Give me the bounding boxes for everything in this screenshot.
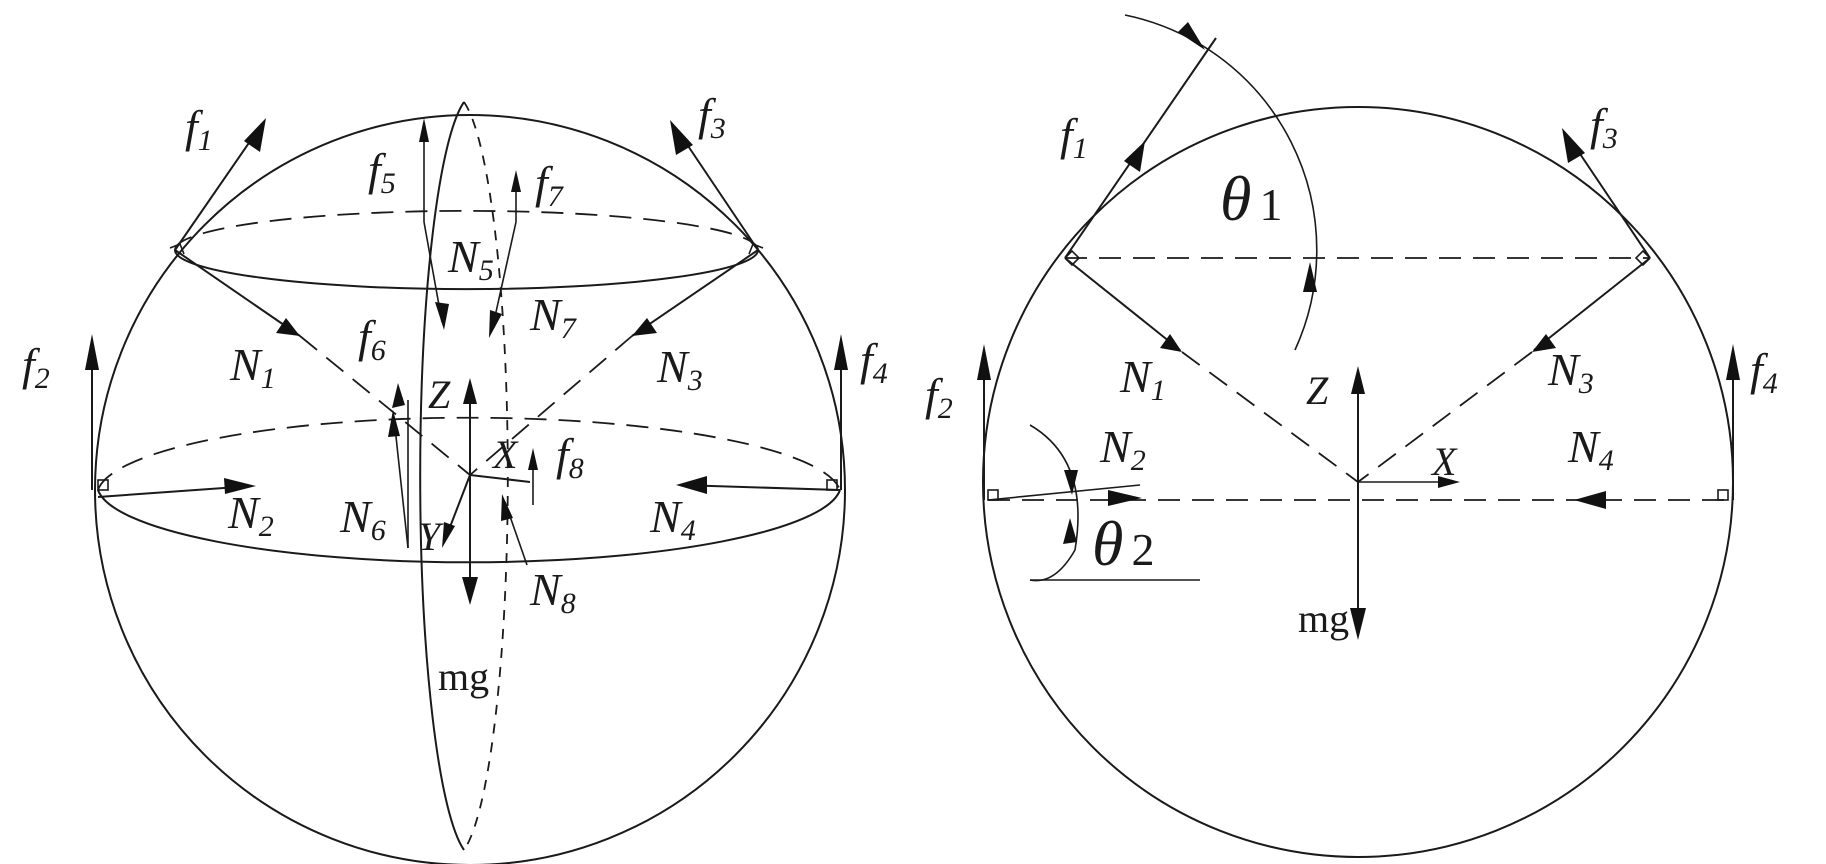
f1-label: f1 xyxy=(185,101,213,157)
f4-label: f4 xyxy=(860,334,888,390)
N1-label: N1 xyxy=(229,339,276,395)
meridian-front xyxy=(419,101,465,851)
N3-extension-right xyxy=(1357,351,1533,483)
gravity-arrowhead-right xyxy=(1350,608,1366,640)
f2-label-right: f2 xyxy=(925,369,953,425)
N3-arrowhead xyxy=(632,318,657,336)
right-angle-marker-4-right xyxy=(1717,489,1729,501)
N5-label: N5 xyxy=(447,231,494,287)
f2-label: f2 xyxy=(22,339,50,395)
N3-extension xyxy=(469,335,633,476)
N7-arrowhead xyxy=(489,310,502,338)
f1-arrowhead xyxy=(244,118,266,152)
left-sphere-outline xyxy=(94,114,846,864)
N3-arrowhead-right xyxy=(1532,334,1556,352)
z-axis-arrowhead-right xyxy=(1351,366,1365,394)
theta2-arrowhead-bottom xyxy=(1063,518,1077,544)
N2-label: N2 xyxy=(227,487,274,543)
right-angle-marker-2-right xyxy=(987,489,999,501)
N2-line-right xyxy=(987,484,1141,501)
N3-line-right xyxy=(1533,257,1651,351)
f4-arrowhead-right xyxy=(1726,344,1740,380)
upper-latitude-front xyxy=(174,249,759,291)
f6-label: f6 xyxy=(358,311,386,367)
f7-arrowhead xyxy=(511,170,521,192)
N2-arrowhead-right xyxy=(1108,490,1142,506)
f3-arrowhead xyxy=(670,120,693,155)
f5-label: f5 xyxy=(368,144,396,200)
N1-label-right: N1 xyxy=(1119,351,1166,407)
N6-arrowhead xyxy=(388,410,400,437)
f3-arrowhead-right xyxy=(1562,128,1585,163)
f2-arrowhead xyxy=(85,334,99,370)
gravity-arrowhead xyxy=(462,577,478,605)
N1-arrowhead-right xyxy=(1160,334,1182,352)
N1-arrowhead xyxy=(276,318,300,336)
upper-latitude-back xyxy=(174,209,759,251)
f4-label-right: f4 xyxy=(1750,344,1778,400)
f1-line xyxy=(174,123,263,251)
f3-label: f3 xyxy=(698,89,726,145)
z-axis-label-right: Z xyxy=(1306,368,1329,413)
N6-label: N6 xyxy=(339,491,386,547)
f1-arrowhead-right xyxy=(1124,141,1145,172)
N8-label: N8 xyxy=(529,564,576,620)
N7-label: N7 xyxy=(529,289,578,345)
N4-label-right: N4 xyxy=(1567,421,1614,477)
N3-label: N3 xyxy=(656,341,703,397)
f8-label: f8 xyxy=(556,429,584,485)
theta1-arrowhead-top xyxy=(1178,22,1205,50)
N1-line-right xyxy=(1064,257,1181,351)
N1-line xyxy=(174,249,301,337)
f3-line xyxy=(675,127,759,251)
x-axis-label: X xyxy=(491,432,519,477)
f8-arrowhead xyxy=(528,448,538,470)
z-axis-label: Z xyxy=(428,372,451,417)
N4-arrowhead-right xyxy=(1574,491,1606,509)
x-axis xyxy=(469,474,531,483)
f4-arrowhead xyxy=(834,334,848,370)
f3-label-right: f3 xyxy=(1590,99,1618,155)
f1-label-right: f1 xyxy=(1060,109,1088,165)
gravity-label: mg xyxy=(438,654,489,699)
N3-label-right: N3 xyxy=(1547,344,1594,400)
N2-label-right: N2 xyxy=(1099,421,1146,477)
N6-line xyxy=(393,417,409,549)
theta2-arc xyxy=(1029,424,1079,582)
f5-arrowhead xyxy=(419,118,429,142)
N2-arrowhead xyxy=(224,478,256,494)
f2-arrowhead-right xyxy=(977,344,991,380)
theta2-arrowhead-top xyxy=(1064,470,1078,495)
z-axis-arrowhead xyxy=(463,378,477,404)
N3-line xyxy=(631,249,759,337)
y-axis-arrowhead xyxy=(442,522,455,548)
left-sphere-figure: f1 f2 f3 f4 f5 f6 f7 f8 N1 N2 N3 N4 N5 N… xyxy=(22,89,888,864)
theta1-arrowhead-bottom xyxy=(1303,262,1317,292)
f7-label: f7 xyxy=(535,157,565,213)
N1-extension xyxy=(299,335,471,476)
N5-arrowhead xyxy=(435,302,449,330)
N4-arrowhead xyxy=(676,476,707,494)
f3-line-right xyxy=(1567,135,1651,259)
N8-arrowhead xyxy=(501,494,513,521)
x-axis-label-right: X xyxy=(1430,439,1458,484)
gravity-label-right: mg xyxy=(1298,596,1349,641)
f6-arrowhead xyxy=(392,383,405,408)
meridian-back xyxy=(463,101,509,851)
x-axis-arrowhead-right xyxy=(1438,476,1460,488)
y-axis-label: Y xyxy=(418,514,444,559)
right-angle-marker-2 xyxy=(97,479,109,491)
N4-label: N4 xyxy=(649,491,696,547)
N1-extension-right xyxy=(1181,351,1359,483)
